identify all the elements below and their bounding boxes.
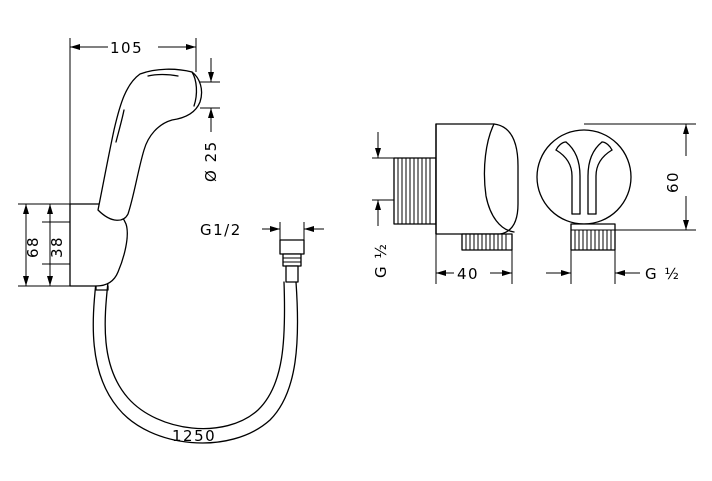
dimension-68-38: 68 38 [18,203,70,287]
dimension-40: 40 [435,234,513,284]
dimension-diameter-25: Ø 25 [200,58,220,182]
label-g12-inlet: G ½ [372,243,390,278]
label-40: 40 [457,265,479,283]
label-g12-hose: G1/2 [200,221,242,239]
wall-outlet-front [536,129,632,251]
dimension-105: 105 [69,38,197,204]
label-g12-front: G ½ [645,265,680,283]
label-diameter-25: Ø 25 [202,140,220,182]
hand-shower [69,68,305,444]
dimension-g12-hose: G1/2 [200,221,324,240]
label-68: 68 [24,236,42,258]
wall-outlet-side [393,123,519,251]
label-38: 38 [48,236,66,258]
label-1250: 1250 [172,427,216,445]
handshower-body [97,68,203,221]
dimension-g12-inlet: G ½ [372,132,394,278]
dimension-g12-front: G ½ [546,250,680,284]
label-105: 105 [110,39,143,57]
dimension-60: 60 [584,123,696,231]
hose [92,281,299,444]
hose-nut [279,239,305,283]
label-60: 60 [664,171,682,193]
